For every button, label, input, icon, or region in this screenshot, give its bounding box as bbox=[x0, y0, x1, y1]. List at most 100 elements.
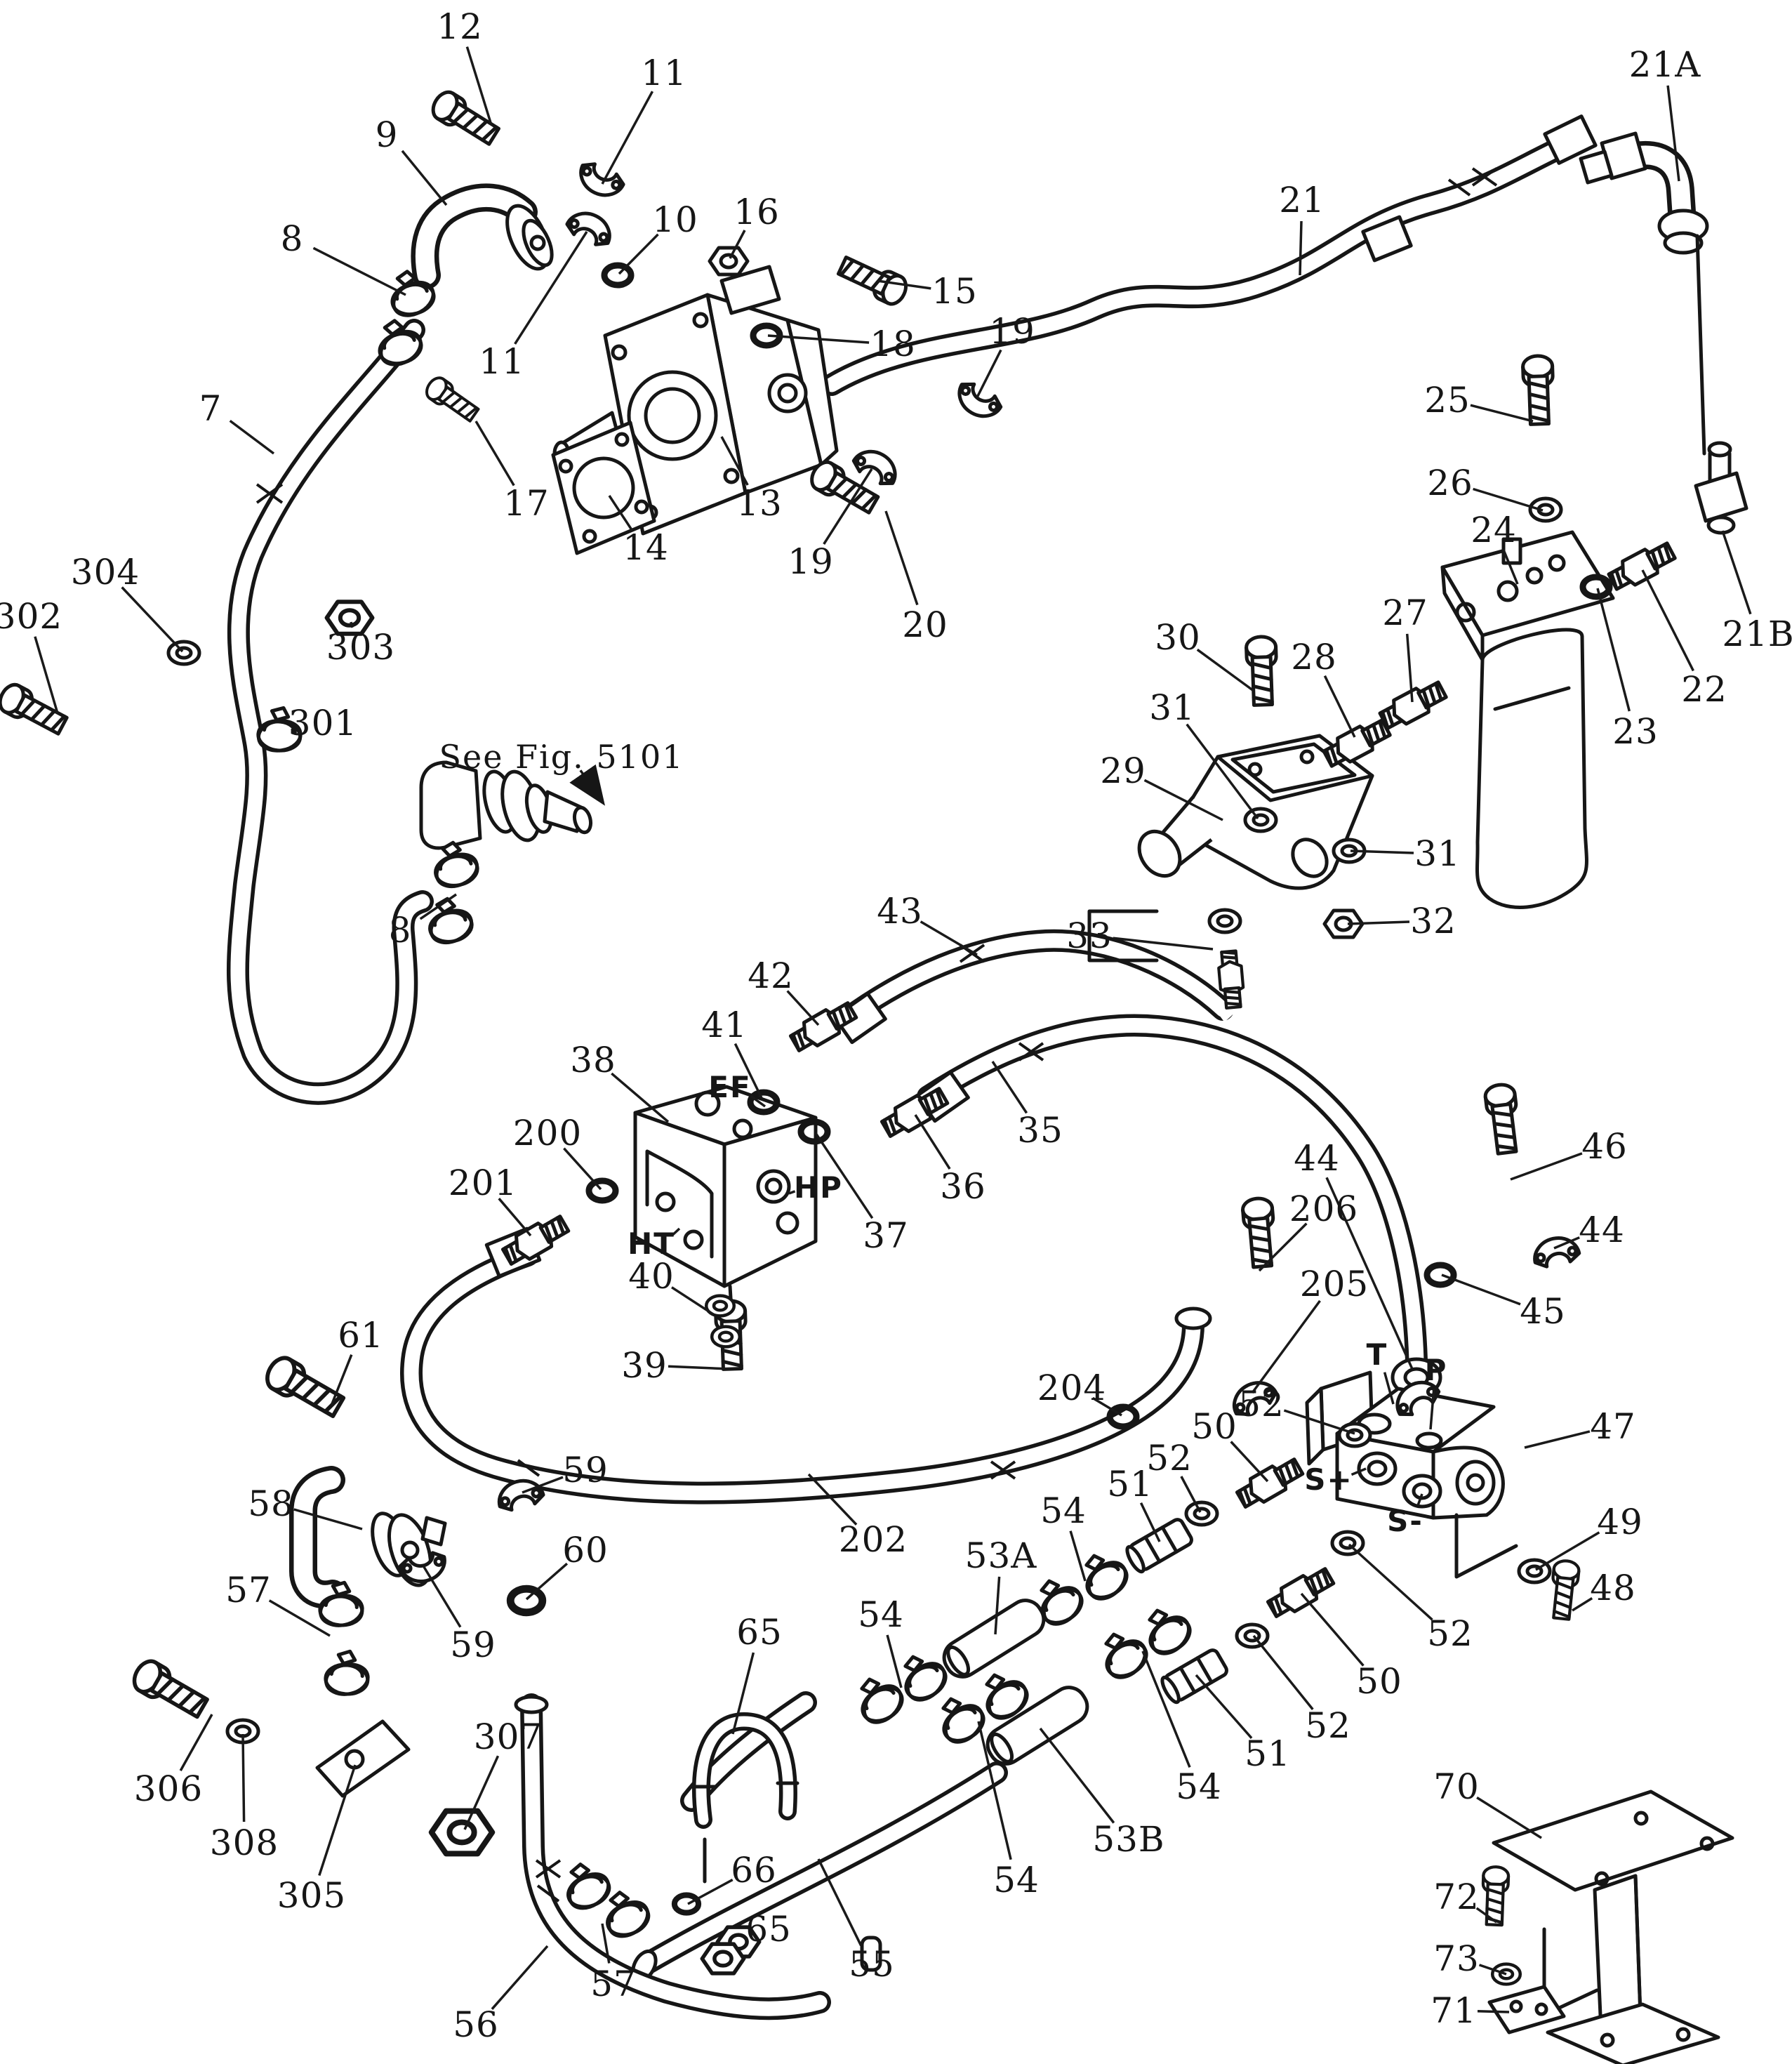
pipe-56 bbox=[514, 1693, 831, 2020]
callout-205: 205 bbox=[1299, 1264, 1369, 1304]
callout-57: 57 bbox=[590, 1964, 637, 2004]
callout-54: 54 bbox=[993, 1860, 1040, 1900]
leader-line bbox=[823, 468, 873, 545]
callout-304: 304 bbox=[70, 552, 140, 593]
callout-53a: 53A bbox=[964, 1535, 1037, 1576]
bracket-305 bbox=[315, 1719, 411, 1798]
leader-line bbox=[1572, 1597, 1593, 1612]
callout-200: 200 bbox=[512, 1113, 583, 1153]
callout-66: 66 bbox=[731, 1850, 777, 1891]
flow-divider-38 bbox=[633, 1085, 818, 1312]
leader-line bbox=[491, 1945, 549, 2010]
leader-line bbox=[514, 231, 588, 345]
leader-line bbox=[1180, 1476, 1202, 1513]
leader-line bbox=[817, 1858, 863, 1946]
leader-line bbox=[241, 1733, 246, 1822]
callout-p: P bbox=[1424, 1353, 1448, 1387]
callout-31: 31 bbox=[1149, 687, 1195, 728]
callout-21b: 21B bbox=[1722, 614, 1792, 654]
hose-7 bbox=[227, 319, 434, 1105]
callout-s+: S+ bbox=[1304, 1462, 1353, 1497]
callout-18: 18 bbox=[870, 324, 916, 364]
leader-line bbox=[1721, 530, 1752, 615]
callout-31: 31 bbox=[1414, 833, 1461, 874]
leader-line bbox=[1473, 487, 1544, 512]
leader-line bbox=[1524, 1430, 1591, 1449]
callout-14: 14 bbox=[623, 527, 669, 568]
callout-33: 33 bbox=[1066, 915, 1113, 956]
leader-line bbox=[1502, 548, 1519, 585]
leader-line bbox=[330, 1354, 353, 1406]
leader-line bbox=[1252, 1634, 1314, 1710]
callout-55: 55 bbox=[849, 1944, 895, 1985]
callout-8: 8 bbox=[280, 218, 304, 259]
leader-line bbox=[1069, 1530, 1087, 1582]
gasket-14 bbox=[551, 421, 656, 555]
leader-line bbox=[731, 1652, 755, 1735]
leader-line bbox=[1405, 633, 1414, 703]
leader-line bbox=[1230, 1441, 1269, 1483]
leader-line bbox=[1666, 85, 1680, 182]
leader-line bbox=[1141, 1650, 1191, 1768]
leader-line bbox=[1553, 1236, 1580, 1250]
callout-301: 301 bbox=[288, 703, 358, 743]
leader-line bbox=[1258, 1222, 1308, 1272]
callout-23: 23 bbox=[1612, 711, 1659, 752]
elbow-21b bbox=[1694, 441, 1748, 535]
callout-65: 65 bbox=[745, 1909, 792, 1950]
leader-line bbox=[1416, 1493, 1423, 1507]
leader-line bbox=[463, 1755, 500, 1830]
callout-28: 28 bbox=[1291, 637, 1337, 677]
callout-70: 70 bbox=[1433, 1766, 1480, 1807]
leader-line bbox=[786, 990, 820, 1026]
leader-line bbox=[563, 1147, 602, 1191]
callout-19: 19 bbox=[989, 311, 1035, 352]
callout-45: 45 bbox=[1520, 1291, 1566, 1332]
leader-line bbox=[179, 1714, 213, 1771]
callout-54: 54 bbox=[1176, 1766, 1222, 1807]
leader-line bbox=[991, 1061, 1028, 1114]
hose-202 bbox=[400, 1226, 1212, 1504]
callout-39: 39 bbox=[621, 1345, 668, 1386]
leader-line bbox=[884, 510, 919, 606]
leader-line bbox=[34, 636, 59, 714]
callout-17: 17 bbox=[503, 483, 550, 524]
leader-line bbox=[1300, 1592, 1365, 1667]
callout-13: 13 bbox=[736, 483, 783, 524]
leader-line bbox=[734, 1043, 764, 1100]
callout-72: 72 bbox=[1433, 1877, 1480, 1917]
callout-201: 201 bbox=[448, 1163, 518, 1203]
leader-line bbox=[877, 279, 931, 290]
callout-27: 27 bbox=[1382, 593, 1428, 633]
leader-line bbox=[601, 1923, 611, 1964]
leader-line bbox=[1323, 675, 1356, 738]
leader-line bbox=[474, 421, 515, 487]
gear-pump-13 bbox=[552, 265, 839, 536]
leader-line bbox=[720, 436, 749, 486]
leader-line bbox=[1350, 849, 1414, 854]
callout-50: 50 bbox=[1191, 1406, 1237, 1447]
callout-12: 12 bbox=[437, 6, 483, 47]
leader-line bbox=[318, 1764, 357, 1877]
leader-line bbox=[1535, 1531, 1600, 1571]
callout-50: 50 bbox=[1356, 1661, 1402, 1702]
callout-58: 58 bbox=[248, 1483, 294, 1524]
callout-71: 71 bbox=[1431, 1990, 1477, 2031]
callout-206: 206 bbox=[1289, 1189, 1359, 1229]
leader-line bbox=[601, 91, 654, 185]
callout-36: 36 bbox=[940, 1166, 986, 1207]
callout-15: 15 bbox=[931, 271, 978, 312]
leader-line bbox=[423, 1566, 462, 1628]
callout-53b: 53B bbox=[1092, 1819, 1165, 1860]
callout-49: 49 bbox=[1597, 1502, 1643, 1542]
leader-line bbox=[1299, 220, 1303, 276]
leader-line bbox=[1347, 920, 1410, 925]
callout-11: 11 bbox=[641, 53, 687, 93]
callout-25: 25 bbox=[1424, 380, 1471, 421]
callout-54: 54 bbox=[1040, 1490, 1087, 1531]
leader-line bbox=[1477, 2010, 1510, 2013]
callout-202: 202 bbox=[838, 1519, 908, 1560]
callout-44: 44 bbox=[1294, 1138, 1340, 1179]
leader-line bbox=[671, 1227, 681, 1236]
leader-line bbox=[350, 621, 354, 628]
